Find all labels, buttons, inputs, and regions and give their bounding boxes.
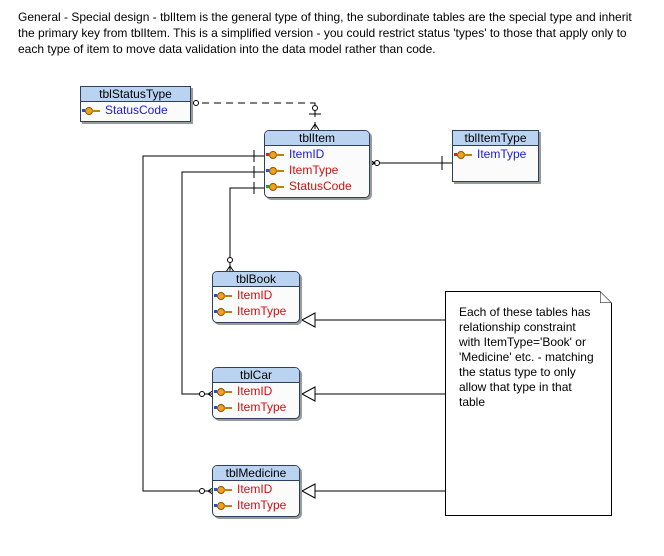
- entity-title: tblMedicine: [213, 466, 299, 481]
- diagram-caption: General - Special design - tblItem is th…: [18, 10, 632, 56]
- entity-field: StatusCode: [265, 178, 369, 194]
- entity-field: ItemID: [213, 287, 299, 303]
- rel-crowfoot: [369, 159, 376, 167]
- entity-tblitem[interactable]: tblItem ItemID ItemType StatusCode: [264, 130, 370, 198]
- annotation-note[interactable]: Each of these tables has relationship co…: [445, 291, 612, 516]
- key-icon: [214, 502, 232, 510]
- entity-title: tblCar: [213, 368, 299, 383]
- rel-end-circle: [199, 391, 205, 397]
- entity-tblbook[interactable]: tblBook ItemID ItemType: [212, 271, 300, 323]
- rel-item-car: [181, 171, 264, 395]
- rel-statustype-item: [190, 102, 316, 130]
- entity-field: ItemType: [265, 162, 369, 178]
- key-icon: [266, 183, 284, 191]
- field-label: ItemType: [237, 304, 287, 318]
- entity-title: tblBook: [213, 272, 299, 287]
- field-label: ItemType: [237, 400, 287, 414]
- entity-field: ItemType: [213, 497, 299, 513]
- rel-end-circle: [199, 488, 205, 494]
- entity-title: tblStatusType: [81, 87, 190, 102]
- rel-crowfoot: [310, 123, 320, 131]
- entity-title: tblItem: [265, 131, 369, 146]
- key-icon: [214, 388, 232, 396]
- entity-tblmedicine[interactable]: tblMedicine ItemID ItemType: [212, 465, 300, 517]
- field-label: ItemID: [237, 288, 273, 302]
- entity-field: ItemID: [265, 146, 369, 162]
- field-label: ItemType: [477, 147, 527, 161]
- rel-end-circle: [312, 105, 318, 111]
- note-fold-icon: [600, 291, 612, 303]
- key-icon: [214, 404, 232, 412]
- field-label: StatusCode: [105, 103, 168, 117]
- rel-crowfoot: [225, 265, 235, 273]
- key-icon: [214, 308, 232, 316]
- rel-end-circle: [193, 100, 199, 106]
- key-icon: [82, 107, 100, 115]
- entity-field: ItemType: [213, 399, 299, 415]
- entity-tblstatustype[interactable]: tblStatusType StatusCode: [80, 86, 191, 122]
- field-label: ItemType: [237, 498, 287, 512]
- field-label: ItemID: [237, 482, 273, 496]
- key-icon: [266, 151, 284, 159]
- field-label: ItemID: [289, 147, 325, 161]
- entity-tblcar[interactable]: tblCar ItemID ItemType: [212, 367, 300, 419]
- key-icon: [214, 292, 232, 300]
- entity-field: ItemType: [213, 303, 299, 319]
- entity-title: tblItemType: [453, 131, 538, 146]
- field-label: ItemType: [289, 163, 339, 177]
- entity-field: StatusCode: [81, 102, 190, 118]
- key-icon: [454, 151, 472, 159]
- note-text: Each of these tables has relationship co…: [459, 305, 594, 409]
- field-label: ItemID: [237, 384, 273, 398]
- field-label: StatusCode: [289, 179, 352, 193]
- entity-field: ItemType: [453, 146, 538, 162]
- arrowhead: [300, 312, 316, 328]
- entity-field: ItemID: [213, 481, 299, 497]
- rel-item-medicine: [142, 155, 264, 492]
- arrowhead: [300, 483, 316, 499]
- key-icon: [214, 486, 232, 494]
- arrowhead: [300, 386, 316, 402]
- key-icon: [266, 167, 284, 175]
- rel-end-circle: [227, 257, 233, 263]
- entity-tblitemtype[interactable]: tblItemType ItemType: [452, 130, 539, 182]
- entity-field: ItemID: [213, 383, 299, 399]
- rel-item-book: [229, 187, 264, 272]
